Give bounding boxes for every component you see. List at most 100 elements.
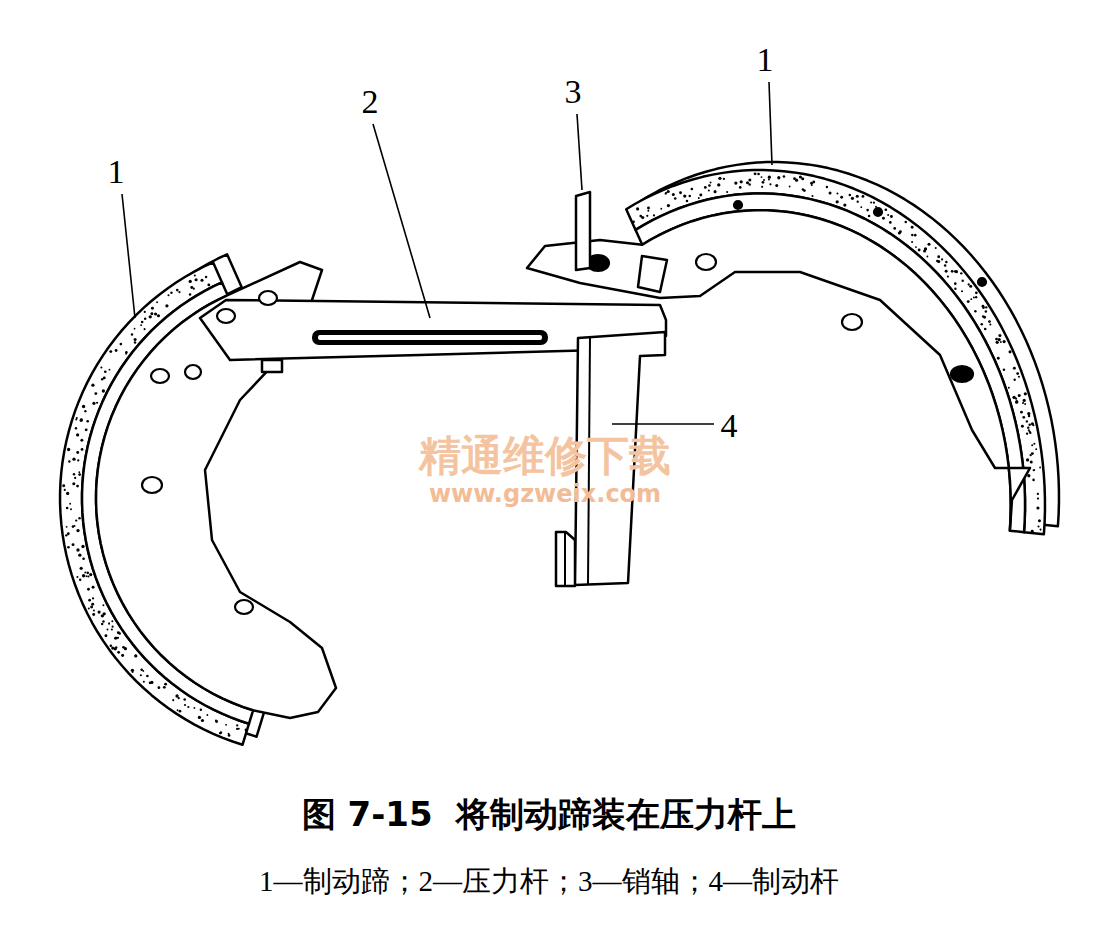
rivet-hole (151, 369, 169, 383)
lining-stipple (1037, 497, 1039, 499)
lining-stipple (1036, 506, 1039, 509)
lining-stipple (111, 620, 113, 622)
lining-stipple (111, 628, 113, 630)
lining-stipple (122, 654, 124, 656)
bar-slot-inner (318, 335, 542, 340)
bar-tab (262, 360, 282, 372)
lining-stipple (1026, 433, 1028, 435)
lining-stipple (1022, 402, 1024, 404)
lining-stipple (769, 183, 771, 185)
lining-stipple (898, 231, 901, 234)
lining-stipple (96, 402, 98, 404)
lining-stipple (215, 720, 218, 723)
lining-stipple (76, 451, 79, 454)
lining-stipple (945, 261, 948, 264)
lining-stipple (647, 210, 649, 212)
lining-stipple (220, 731, 222, 733)
lining-stipple (102, 604, 104, 606)
lining-stipple (75, 419, 77, 421)
lining-stipple (144, 328, 146, 330)
lining-stipple (911, 226, 914, 229)
lining-stipple (158, 686, 161, 689)
lining-stipple (1033, 469, 1035, 471)
lining-stipple (998, 338, 1001, 341)
lining-stipple (975, 291, 978, 294)
lining-stipple (82, 405, 85, 408)
lining-stipple (810, 182, 813, 185)
lining-stipple (884, 208, 887, 211)
lining-stipple (89, 573, 92, 576)
lining-stipple (92, 597, 94, 599)
rivet-hole (951, 366, 973, 382)
lining-stipple (170, 292, 172, 294)
lining-stipple (882, 217, 885, 220)
lining-stipple (843, 203, 846, 206)
rivet-hole (696, 254, 716, 270)
lining-stipple (86, 575, 88, 577)
lining-stipple (101, 623, 103, 625)
lining-stipple (64, 489, 66, 491)
lining-stipple (66, 507, 69, 510)
lining-stipple (80, 418, 83, 421)
lining-stipple (189, 293, 191, 295)
lining-stipple (969, 285, 972, 288)
lining-stipple (103, 612, 106, 615)
rivet-hole (978, 278, 986, 286)
lining-stipple (1000, 341, 1002, 343)
lining-stipple (708, 184, 711, 187)
lining-stipple (144, 318, 146, 320)
lining-stipple (1028, 424, 1030, 426)
lining-stipple (91, 603, 94, 606)
lining-stipple (945, 270, 948, 273)
pin-shaft (576, 192, 590, 270)
leader-line (769, 82, 772, 165)
lining-stipple (998, 334, 1001, 337)
lining-stipple (72, 482, 75, 485)
watermark: 精通维修下载 (419, 433, 671, 479)
lining-stipple (143, 681, 145, 683)
lining-stipple (114, 637, 117, 640)
lining-stipple (926, 256, 928, 258)
lining-stipple (1031, 422, 1034, 425)
lining-stipple (86, 572, 89, 575)
lining-stipple (1037, 493, 1039, 495)
lining-stipple (954, 288, 956, 290)
leader-line (122, 194, 135, 318)
lining-stipple (117, 651, 120, 654)
lining-stipple (1015, 398, 1017, 400)
lining-stipple (76, 548, 79, 551)
watermark-url: www.gzweix.com (429, 481, 661, 507)
lining-stipple (121, 654, 124, 657)
lining-stipple (72, 525, 75, 528)
lining-stipple (996, 341, 999, 344)
lining-stipple (194, 275, 196, 277)
rivet-hole (142, 477, 162, 493)
lining-stipple (201, 719, 204, 722)
lining-stipple (1022, 416, 1025, 419)
rivet-hole (734, 201, 742, 209)
lining-stipple (195, 278, 198, 281)
lining-stipple (207, 283, 210, 286)
lining-stipple (1013, 379, 1015, 381)
lining-stipple (914, 234, 917, 237)
lining-stipple (937, 255, 940, 258)
bar-slot (312, 330, 548, 345)
lining-stipple (176, 289, 179, 292)
lining-stipple (78, 471, 80, 473)
lining-stipple (65, 534, 67, 536)
lining-stipple (144, 311, 146, 313)
lining-stipple (198, 716, 201, 719)
lining-stipple (141, 321, 144, 324)
lining-stipple (704, 186, 707, 189)
lining-stipple (982, 305, 985, 308)
lining-stipple (856, 195, 859, 198)
lining-stipple (108, 622, 110, 624)
lining-stipple (125, 353, 127, 355)
lining-stipple (761, 176, 763, 178)
lining-stipple (90, 606, 93, 609)
lining-stipple (982, 315, 984, 317)
lining-stipple (165, 304, 168, 307)
lining-stipple (84, 572, 86, 574)
lining-stipple (109, 369, 111, 371)
lining-stipple (851, 197, 854, 200)
